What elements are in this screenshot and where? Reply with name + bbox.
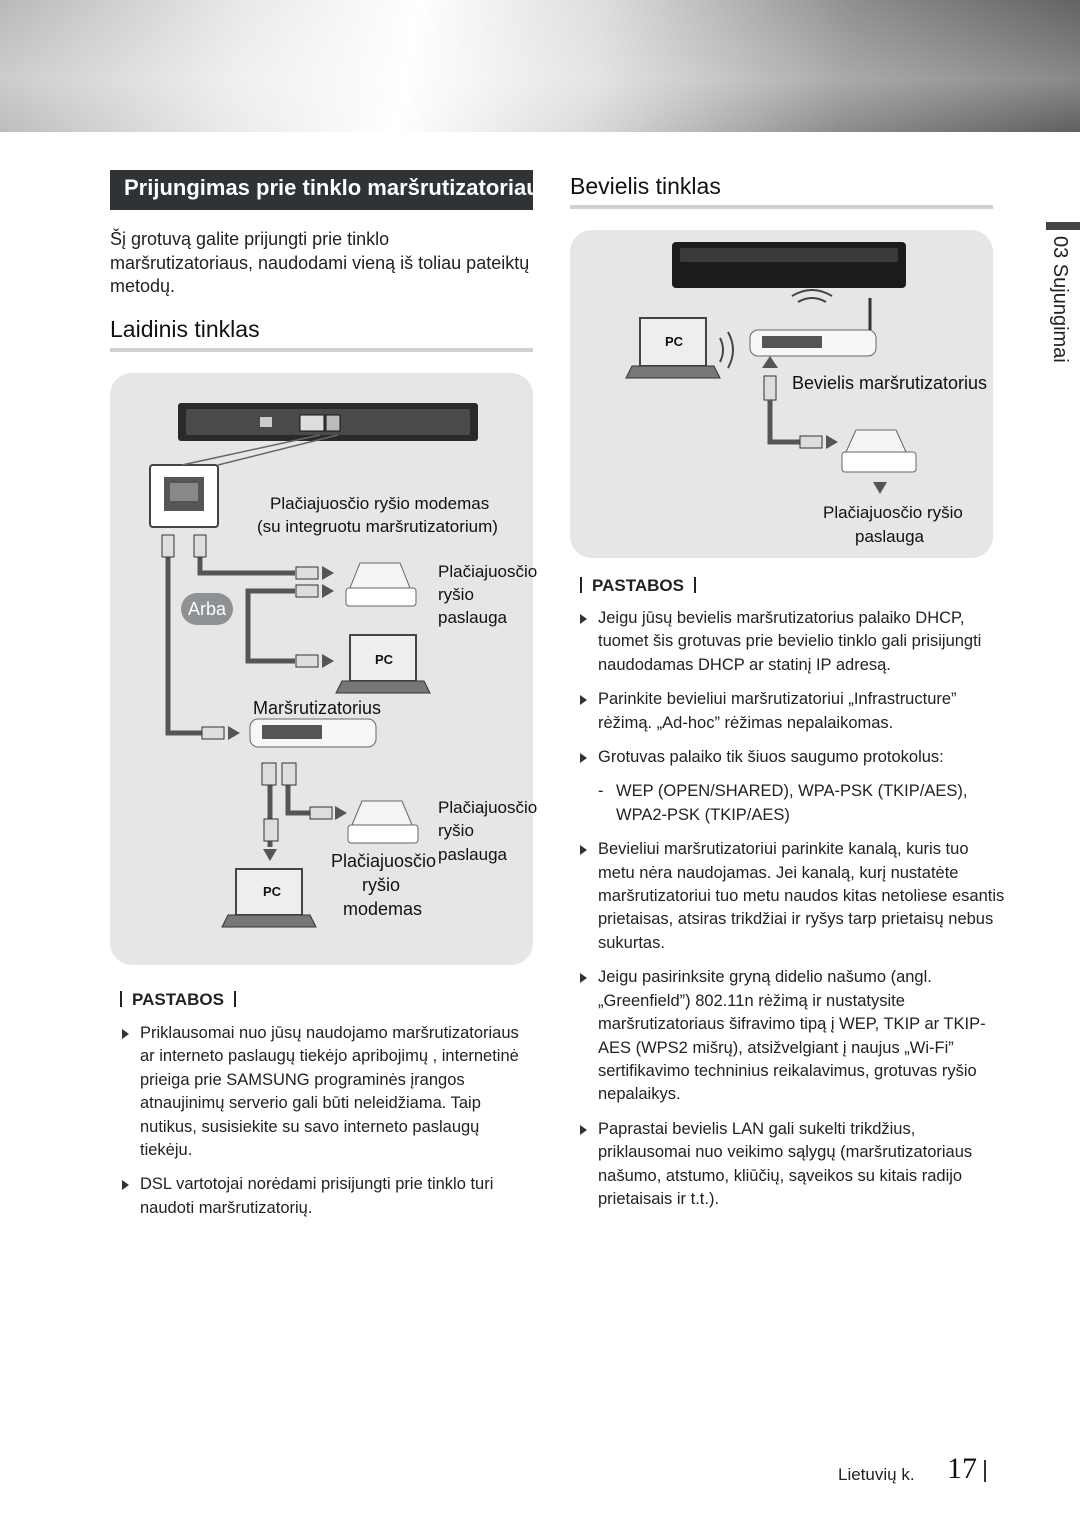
modem-small-line1: Plačiajuosčio — [331, 851, 437, 871]
service-2-line3: paslauga — [438, 845, 508, 864]
list-item: Grotuvas palaiko tik šiuos saugumo proto… — [576, 746, 1008, 827]
list-item: DSL vartotojai norėdami prisijungti prie… — [118, 1173, 533, 1220]
wired-notes-heading: PASTABOS — [110, 990, 246, 1010]
wireless-notes-list: Jeigu jūsų bevielis maršrutizatorius pal… — [576, 607, 1008, 1222]
wireless-pc-label: PC — [665, 334, 684, 349]
list-item: Bevieliui maršrutizatoriui parinkite kan… — [576, 838, 1008, 955]
modem-small-line3: modemas — [343, 899, 423, 919]
wireless-modem-device — [845, 429, 907, 453]
list-item: Priklausomai nuo jūsų naudojamo maršruti… — [118, 1022, 533, 1162]
footer-divider — [984, 1460, 986, 1482]
wireless-diagram — [625, 242, 917, 494]
page-number: 17 — [947, 1452, 977, 1485]
list-item: Paprastai bevielis LAN gali sukelti trik… — [576, 1118, 1008, 1212]
section-title-box: Prijungimas prie tinklo maršrutizatoriau… — [110, 170, 552, 210]
modem-small-line2: ryšio — [362, 875, 401, 895]
wireless-router-label: Bevielis maršrutizatorius — [792, 373, 988, 393]
security-protocols-subitem: -WEP (OPEN/SHARED), WPA-PSK (TKIP/AES), … — [598, 782, 968, 824]
pc-label-2: PC — [263, 884, 282, 899]
list-item: Jeigu jūsų bevielis maršrutizatorius pal… — [576, 607, 1008, 677]
service-1-line2: ryšio — [438, 585, 474, 604]
wifi-signal-icon — [797, 297, 827, 303]
service-1-line1: Plačiajuosčio — [438, 562, 538, 581]
pc-laptop-wireless — [639, 317, 707, 367]
arba-badge: Arba — [181, 593, 233, 625]
wireless-notes-heading: PASTABOS — [570, 576, 706, 596]
footer-language: Lietuvių k. — [838, 1465, 915, 1484]
header-banner — [0, 0, 1080, 132]
list-item: Parinkite bevieliui maršrutizatoriui „In… — [576, 688, 1008, 735]
chapter-tab-marker — [1046, 222, 1080, 230]
service-2-line2: ryšio — [438, 821, 474, 840]
service-1-line3: paslauga — [438, 608, 508, 627]
chapter-tab-label: 03 Sujungimai — [1049, 236, 1071, 363]
service-2-line1: Plačiajuosčio — [438, 798, 538, 817]
pc-laptop-2 — [235, 868, 303, 916]
section-title: Prijungimas prie tinklo maršrutizatoriau… — [124, 175, 552, 200]
list-item: Jeigu pasirinksite gryną didelio našumo … — [576, 966, 1008, 1106]
intro-text: Šį grotuvą galite prijungti prie tinklo … — [110, 229, 530, 296]
wireless-service-line1: Plačiajuosčio ryšio — [823, 503, 963, 522]
wired-notes-list: Priklausomai nuo jūsų naudojamo maršruti… — [118, 1022, 533, 1231]
wired-heading-rule — [110, 348, 533, 352]
pc-label-1: PC — [375, 652, 394, 667]
modem-device-2 — [351, 800, 413, 826]
wireless-service-line2: paslauga — [855, 527, 925, 546]
wired-diagram — [149, 403, 478, 928]
wired-heading: Laidinis tinklas — [110, 316, 260, 342]
modem-label-line2: (su integruotu maršrutizatorium) — [257, 517, 498, 536]
router-label: Maršrutizatorius — [253, 698, 382, 718]
modem-label-line1: Plačiajuosčio ryšio modemas — [270, 494, 490, 513]
wireless-heading: Bevielis tinklas — [570, 173, 721, 199]
pc-laptop-1 — [349, 634, 417, 682]
modem-device-1 — [349, 562, 411, 589]
wireless-heading-rule — [570, 205, 993, 209]
